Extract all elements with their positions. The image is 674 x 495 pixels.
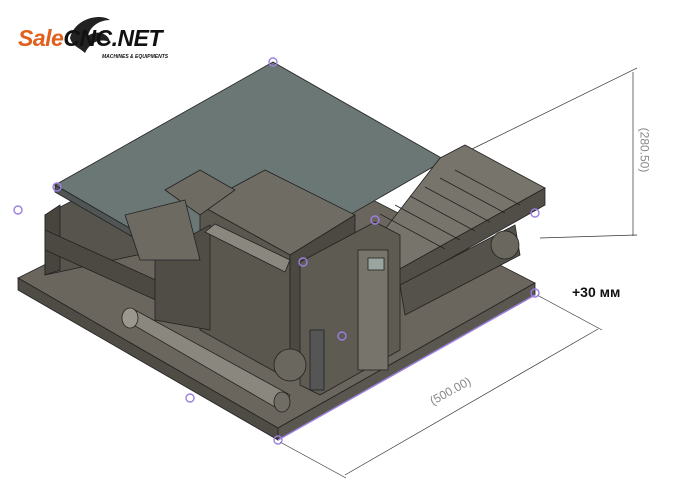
extension-line-mid	[539, 234, 638, 239]
logo-brand-cnc: CNC.NET	[63, 25, 163, 51]
logo-tagline: MACHINES & EQUIPMENTS	[102, 54, 169, 60]
extension-line-top	[469, 67, 638, 151]
height-dimension-label[interactable]: (280.50)	[637, 127, 652, 173]
salecnc-logo: SaleCNC.NET MACHINES & EQUIPMENTS	[14, 8, 194, 74]
extension-line-front	[279, 441, 347, 479]
dimension-lines	[279, 67, 638, 479]
right-tray	[354, 144, 546, 316]
offset-annotation: +30 мм	[572, 284, 621, 300]
selection-markers	[13, 57, 540, 445]
extension-line-right	[536, 294, 603, 331]
dragon-icon	[70, 17, 110, 53]
cylinders	[121, 199, 307, 413]
logo-brand-sale: Sale	[18, 25, 64, 51]
width-dimension-line	[344, 328, 599, 476]
